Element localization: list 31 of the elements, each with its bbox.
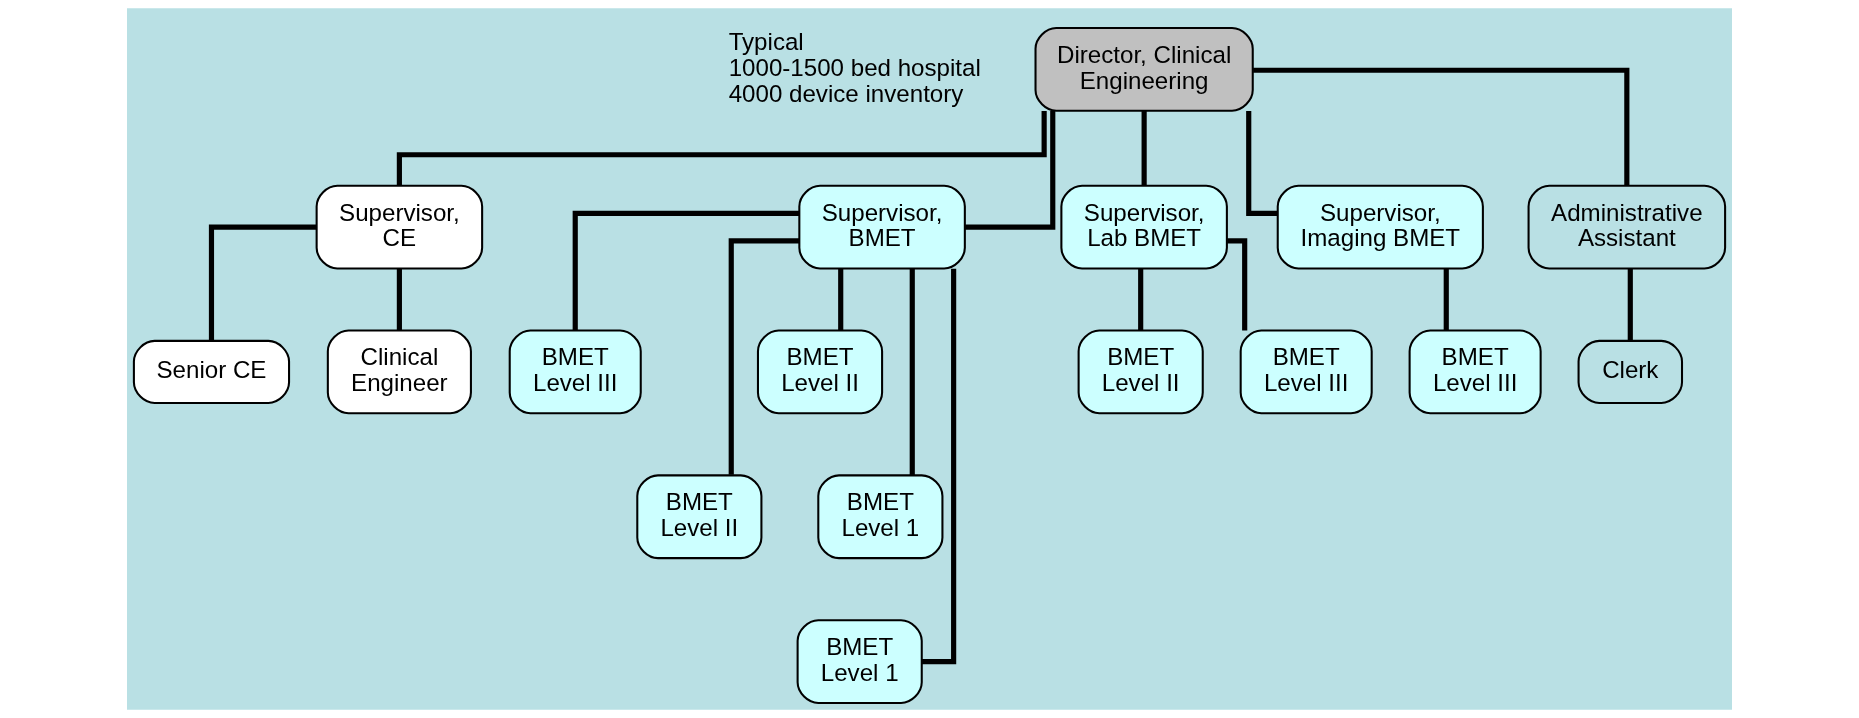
node-box: BMET Level II [756,329,884,415]
node-box: Senior CE [132,339,291,404]
node-box: BMET Level III [1239,329,1373,415]
node-box: Supervisor, CE [315,184,484,270]
node-box: Clinical Engineer [326,329,472,415]
node-box: BMET Level 1 [796,619,923,704]
connector [1227,238,1248,331]
connector [728,238,800,475]
connector [1141,110,1147,186]
connector [1627,269,1633,341]
label: Typical [728,27,804,55]
connector [396,269,402,331]
node-box: BMET Level 1 [817,474,944,560]
node-box: BMET Level III [508,329,642,415]
connector [964,110,1056,230]
connector [572,210,800,331]
connector [909,268,915,476]
connector [208,224,317,341]
node-box: Supervisor, BMET [798,184,966,270]
node-box: BMET Level II [1077,329,1204,415]
node-box: Administrative Assistant [1527,184,1727,270]
node-box: Supervisor, Imaging BMET [1276,184,1484,270]
connector [1253,67,1630,186]
node-box: BMET Level II [636,474,763,560]
connector [1138,269,1144,331]
connector [838,269,844,331]
node-box: Supervisor, Lab BMET [1060,184,1228,270]
node-box: Director, Clinical Engineering [1034,26,1254,112]
node-box: Clerk [1577,339,1684,404]
connector [1443,269,1449,331]
node-box: BMET Level III [1408,329,1542,415]
